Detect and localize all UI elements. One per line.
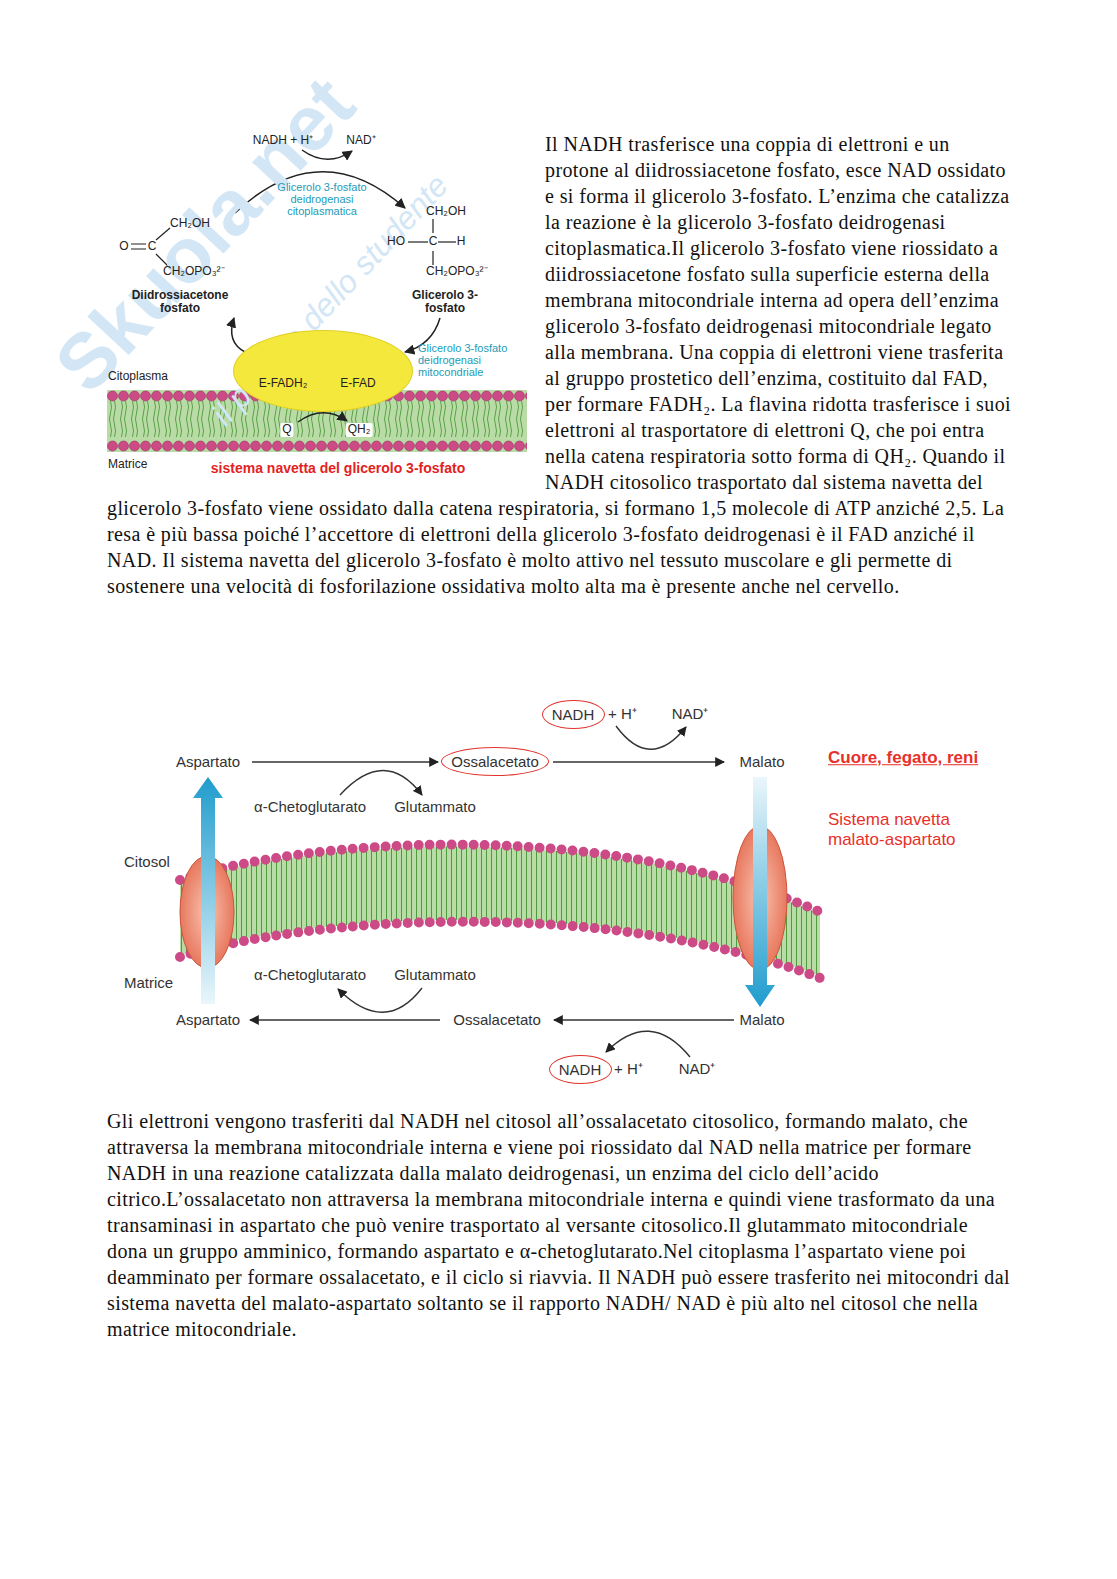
membrane-tails bbox=[180, 847, 820, 976]
node-text: E-FADH₂ bbox=[259, 376, 308, 390]
bond bbox=[408, 241, 428, 242]
chemical-group: CH₂OH bbox=[426, 205, 466, 219]
compartment-label: Citosol bbox=[124, 853, 170, 870]
membrane-heads bbox=[180, 845, 820, 912]
metabolite-label: Malato bbox=[739, 753, 784, 770]
atom-label: HO bbox=[387, 235, 405, 249]
compartment-label: Citoplasma bbox=[108, 370, 168, 384]
bond bbox=[438, 241, 456, 242]
reaction-arrow bbox=[554, 1019, 734, 1020]
highlight-circle: NADH bbox=[549, 1055, 612, 1084]
atom-label: C bbox=[429, 235, 438, 249]
membrane-core bbox=[180, 847, 820, 976]
figure-caption: Sistema navetta malato-aspartato bbox=[828, 810, 1008, 849]
reaction-arrow bbox=[232, 318, 245, 352]
reaction-arrow bbox=[250, 1019, 440, 1020]
cofactor-label: NAD⁺ bbox=[672, 705, 709, 722]
chemical-group: CH₂OPO₃²⁻ bbox=[426, 265, 488, 279]
bond bbox=[432, 219, 433, 233]
node-text: Ossalacetato bbox=[451, 753, 539, 770]
atom-label: H bbox=[457, 235, 466, 249]
enzyme-label: Glicerolo 3-fosfato deidrogenasi mitocon… bbox=[418, 342, 530, 378]
compartment-label: Matrice bbox=[124, 974, 173, 991]
carrier-label: Q bbox=[280, 423, 293, 437]
node-text: E-FAD bbox=[340, 376, 375, 390]
compound-name: Diidrossiacetone fosfato bbox=[120, 289, 240, 315]
metabolite-label: α-Chetoglutarato bbox=[254, 798, 366, 815]
reaction-arrow bbox=[252, 761, 438, 762]
cofactor-label: NAD⁺ bbox=[346, 134, 375, 148]
metabolite-label: Malato bbox=[739, 1011, 784, 1028]
carrier-label: QH₂ bbox=[346, 423, 373, 437]
atom-label: C bbox=[148, 240, 157, 254]
metabolite-label: Glutammato bbox=[394, 798, 476, 815]
reaction-arrow bbox=[298, 413, 347, 422]
reaction-arrow bbox=[616, 726, 686, 749]
metabolite-label: Aspartato bbox=[176, 753, 240, 770]
reaction-arrow bbox=[340, 771, 422, 796]
tissue-note: Cuore, fegato, reni bbox=[828, 748, 998, 768]
highlight-circle: Ossalacetato bbox=[441, 747, 549, 776]
cofactor-label: NADH + H⁺ bbox=[253, 134, 313, 148]
enzyme-label: Glicerolo 3-fosfato deidrogenasi citopla… bbox=[262, 181, 382, 217]
chemical-group: CH₂OH bbox=[170, 217, 210, 231]
metabolite-label: Ossalacetato bbox=[453, 1011, 541, 1028]
node-text: NADH bbox=[552, 706, 595, 723]
cofactor-label: NAD⁺ bbox=[679, 1060, 716, 1077]
highlight-circle: NADH bbox=[542, 700, 605, 729]
metabolite-label: Aspartato bbox=[176, 1011, 240, 1028]
enzyme-ellipse: E-FADH₂ E-FAD bbox=[233, 330, 413, 412]
metabolite-label: Glutammato bbox=[394, 966, 476, 983]
node-text: NADH bbox=[559, 1061, 602, 1078]
compound-name: Glicerolo 3-fosfato bbox=[405, 289, 485, 315]
reaction-arrow bbox=[338, 988, 422, 1012]
figure-caption: sistema navetta del glicerolo 3-fosfato bbox=[209, 460, 467, 476]
cofactor-label: + H⁺ bbox=[608, 705, 637, 722]
reaction-arrow bbox=[553, 761, 724, 762]
cofactor-label: + H⁺ bbox=[614, 1060, 643, 1077]
transport-arrow bbox=[193, 777, 223, 1004]
chemical-group: CH₂OPO₃²⁻ bbox=[163, 265, 225, 279]
reaction-arrow bbox=[606, 1031, 690, 1057]
atom-label: O bbox=[119, 240, 128, 254]
text-column: Gli elettroni vengono trasferiti dal NAD… bbox=[107, 1108, 1012, 1342]
compartment-label: Matrice bbox=[108, 458, 147, 472]
metabolite-label: α-Chetoglutarato bbox=[254, 966, 366, 983]
body-paragraph: Gli elettroni vengono trasferiti dal NAD… bbox=[107, 1108, 1012, 1342]
bond bbox=[432, 251, 433, 265]
transport-arrow bbox=[745, 777, 775, 1007]
